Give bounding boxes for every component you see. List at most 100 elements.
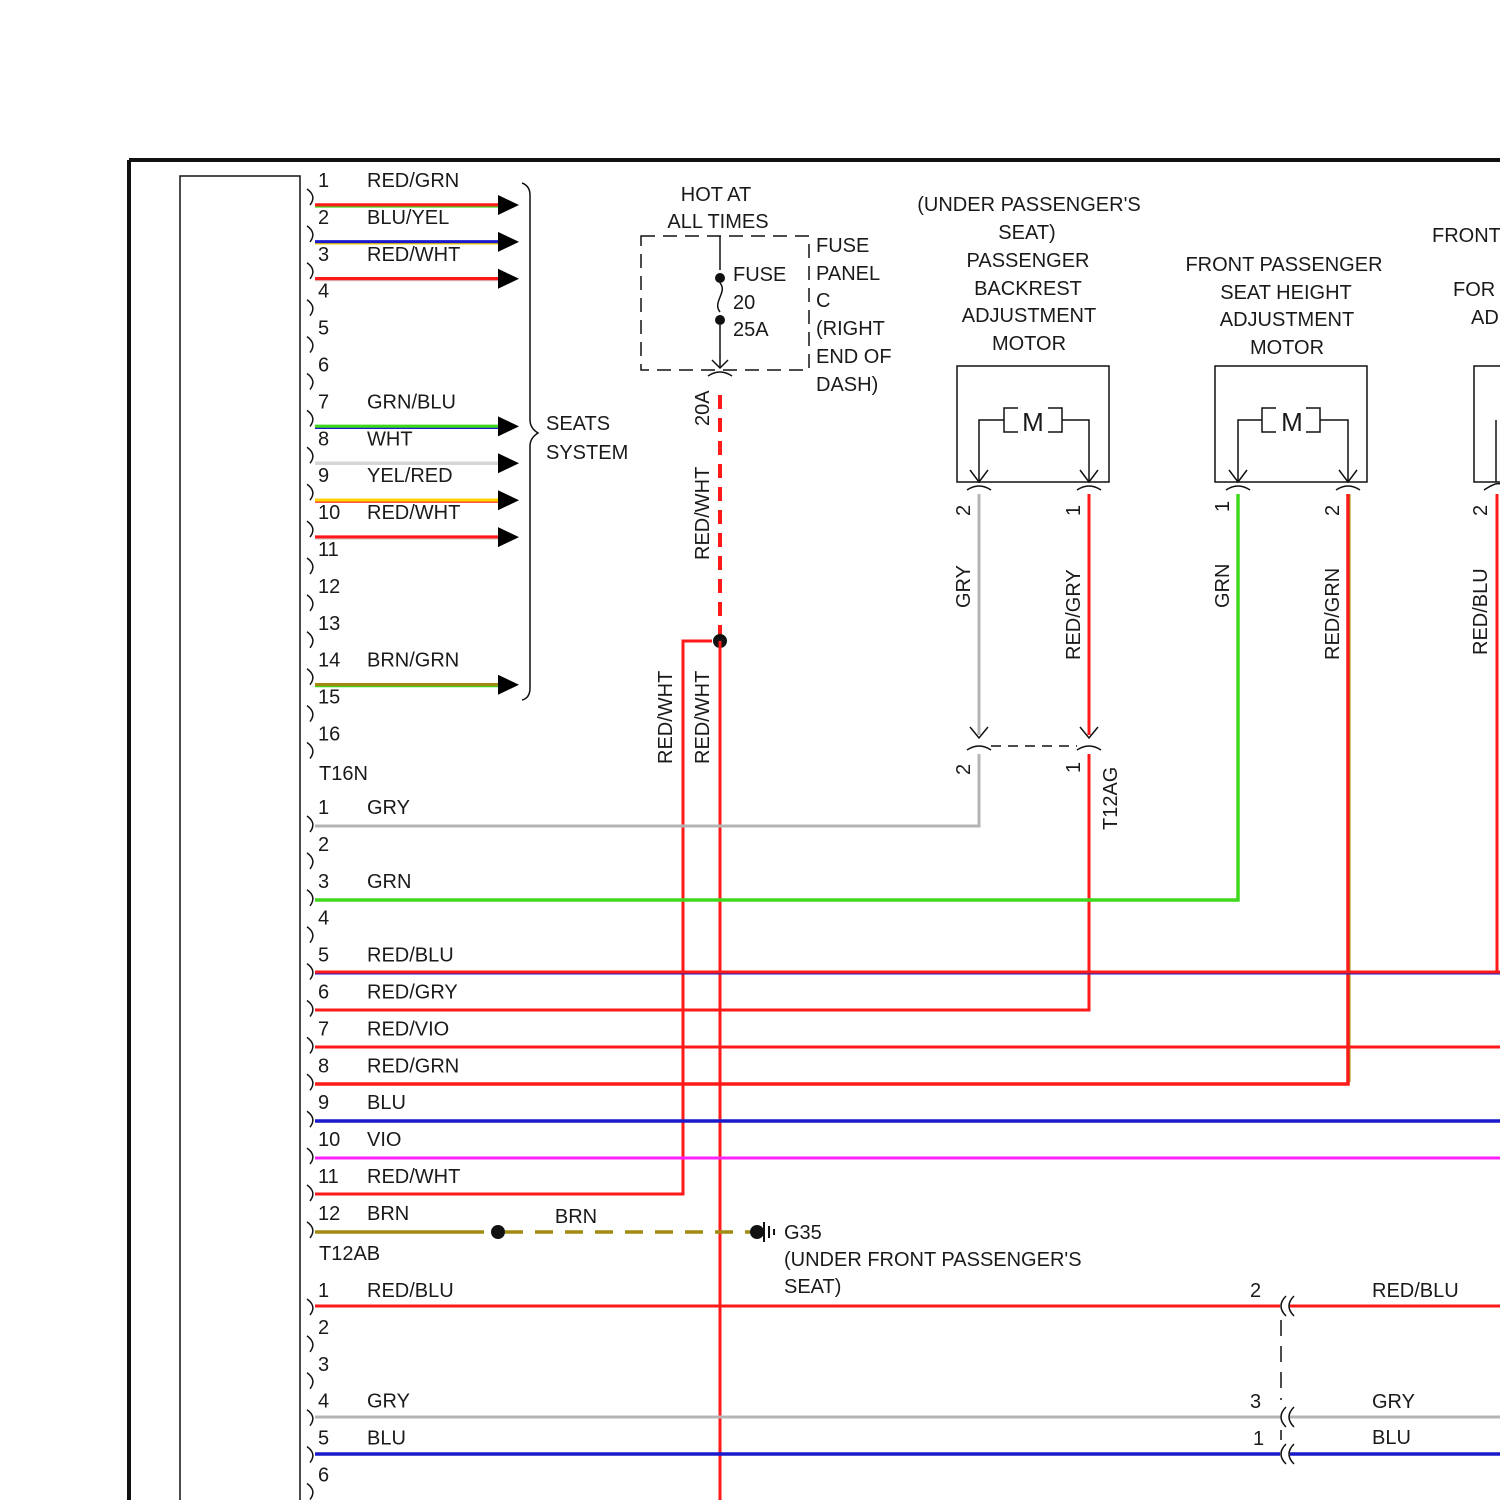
t16n-pin-socket-icon [307,189,313,205]
t12ab-pin-socket-icon [307,1001,313,1017]
hot-at-label: HOT AT [681,184,751,206]
fuse-terminal-top [715,273,725,283]
fuse-terminal-bottom [715,315,725,325]
t12ab-wire-label: RED/GRY [367,982,458,1004]
height-left-pin: 1 [1212,501,1234,512]
t16n-pin-number: 12 [318,576,340,598]
fuse-element-icon [718,283,723,312]
t16n-wire-label: RED/WHT [367,502,460,524]
t16n-wire-label: GRN/BLU [367,391,456,413]
t16n-pin-socket-icon [307,226,313,242]
t12ab-pin-number: 6 [318,982,329,1004]
t16n-pin-number: 13 [318,613,340,635]
bottom-runs [315,1296,1500,1464]
t16n-pin-number: 11 [318,539,339,561]
bottom-wire-label: BLU [367,1428,406,1450]
backrest-left-pin: 2 [953,505,975,516]
fuse-amperage: 25A [733,319,769,341]
t16n-pin-number: 16 [318,724,340,746]
t16n-pin-socket-icon [307,337,313,353]
t16n-pin-socket-icon [307,706,313,722]
fuse-wire-left-label: RED/WHT [655,671,677,764]
fuse-panel-line-6: DASH) [816,374,878,396]
t16n-pin-socket-icon [307,300,313,316]
t12ab-wire-label: RED/BLU [367,945,454,967]
t16n-pin-number: 5 [318,318,329,340]
t16n-pin-socket-icon [307,743,313,759]
t12ab-pin-number: 4 [318,908,329,930]
t16n-pin-socket-icon [307,374,313,390]
fuse-panel-line-5: END OF [816,346,892,368]
t12ab-pin-socket-icon [307,1111,313,1127]
t12ab-wire-label: RED/GRN [367,1055,459,1077]
t12ab-pin-socket-icon [307,890,313,906]
t16n-pin-socket-icon [307,447,313,463]
t12ab-wire-label: BRN [367,1203,409,1225]
backrest-title-2: SEAT) [998,222,1055,244]
ground-icon [764,1222,774,1242]
bottom-pin-number: 6 [318,1465,329,1487]
bottom-pin-number: 1 [318,1280,329,1302]
all-times-label: ALL TIMES [667,211,768,233]
t16n-pin-socket-icon [307,484,313,500]
connector-t16n: 1RED/GRN2BLU/YEL3RED/WHT4567GRN/BLU8WHT9… [307,170,519,759]
t12ab-pin-socket-icon [307,816,313,832]
bottom-wire-label: GRY [367,1391,410,1413]
t16n-arrow-icon [498,453,519,473]
t16n-pin-number: 15 [318,687,340,709]
fuse-number: 20 [733,292,755,314]
bottom-wire-label: RED/BLU [367,1280,454,1302]
t16n-pin-socket-icon [307,558,313,574]
bottom-pin-socket-icon [307,1336,313,1352]
height-title-4: MOTOR [1250,337,1324,359]
right-conn-pin-1: 1 [1253,1428,1264,1450]
t16n-pin-socket-icon [307,263,313,279]
partial-title-2: FOR [1453,279,1495,301]
connector-t16n-name: T16N [319,763,368,785]
t12ag-left-pin: 2 [953,764,975,775]
t12ab-pin-socket-icon [307,964,313,980]
bottom-pin-socket-icon [307,1299,313,1315]
fuse-panel-line-2: PANEL [816,263,880,285]
backrest-title-6: MOTOR [992,333,1066,355]
t12ab-pin-number: 11 [318,1166,339,1188]
t12ab-pin-number: 2 [318,834,329,856]
t16n-pin-number: 1 [318,170,329,192]
t12ab-pin-socket-icon [307,1222,313,1238]
t12ab-pin-number: 12 [318,1203,340,1225]
t16n-arrow-icon [498,195,519,215]
t16n-wire-label: BRN/GRN [367,650,459,672]
t12ab-pin-number: 10 [318,1129,340,1151]
ground-wire-label: BRN [555,1206,597,1228]
bottom-pin-number: 3 [318,1354,329,1376]
height-title-1: FRONT PASSENGER [1185,254,1382,276]
fuse-panel-line-4: (RIGHT [816,318,885,340]
seats-system-label-2: SYSTEM [546,442,628,464]
ground-name: G35 [784,1222,822,1244]
labels: T16N T12AB SEATS SYSTEM HOT AT ALL TIMES… [319,184,1500,1450]
right-conn-pin-3: 3 [1250,1391,1261,1413]
t16n-pin-number: 9 [318,465,329,487]
t12ab-pin-number: 8 [318,1055,329,1077]
seats-system-label-1: SEATS [546,413,610,435]
backrest-motor-symbol: M [1022,407,1044,437]
right-conn-pin-2: 2 [1250,1280,1261,1302]
height-right-wire: RED/GRN [1322,568,1344,660]
t16n-pin-number: 14 [318,650,340,672]
t12ab-wire-label: GRN [367,871,411,893]
partial-title-3: AD [1471,307,1499,329]
t12ab-pin-socket-icon [307,1185,313,1201]
height-right-pin: 2 [1322,505,1344,516]
partial-left-pin: 2 [1470,505,1492,516]
bottom-pin-socket-icon [307,1447,313,1463]
seats-system-bracket [522,183,538,700]
t12ab-pin-socket-icon [307,1148,313,1164]
connector-t12ab: 1GRY23GRN45RED/BLU6RED/GRY7RED/VIO8RED/G… [307,797,460,1238]
bottom-pin-socket-icon [307,1373,313,1389]
t12ab-pin-number: 1 [318,797,329,819]
t12ab-wire-label: VIO [367,1129,401,1151]
fuse-panel-box [641,236,809,370]
backrest-title-4: BACKREST [974,278,1082,300]
t12ab-pin-socket-icon [307,927,313,943]
bottom-pin-number: 5 [318,1428,329,1450]
